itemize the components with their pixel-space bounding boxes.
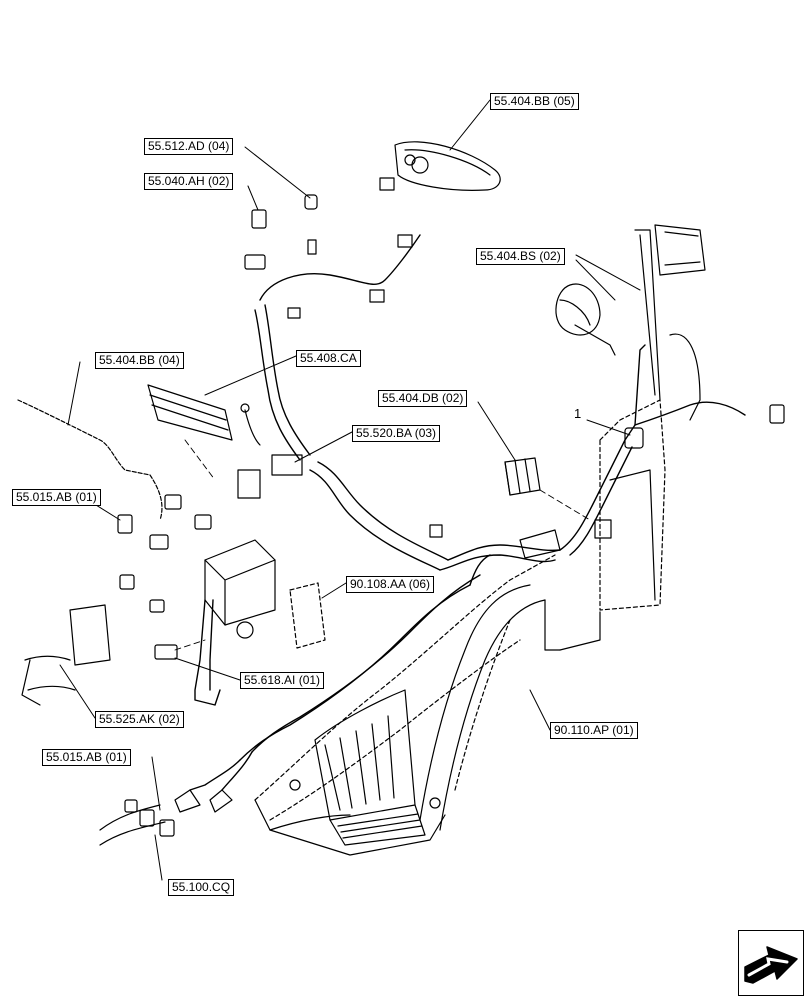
next-page-arrow-icon xyxy=(744,946,798,984)
connectors xyxy=(21,177,785,846)
callout-90-108-aa-06[interactable]: 90.108.AA (06) xyxy=(346,576,435,593)
next-page-button[interactable] xyxy=(738,930,804,996)
display-panel xyxy=(147,384,261,446)
cab-frame xyxy=(254,229,701,856)
callout-55-404-bb-05[interactable]: 55.404.BB (05) xyxy=(490,93,579,110)
callout-55-408-ca[interactable]: 55.408.CA xyxy=(296,350,361,367)
callout-55-015-ab-01-upper[interactable]: 55.015.AB (01) xyxy=(12,489,101,506)
callout-55-525-ak-02[interactable]: 55.525.AK (02) xyxy=(95,711,184,728)
callout-55-040-ah-02[interactable]: 55.040.AH (02) xyxy=(144,173,234,190)
callout-55-520-ba-03[interactable]: 55.520.BA (03) xyxy=(352,425,441,442)
callout-55-404-bb-04[interactable]: 55.404.BB (04) xyxy=(95,352,184,369)
callout-55-100-cq[interactable]: 55.100.CQ xyxy=(168,879,235,896)
callout-55-618-ai-01[interactable]: 55.618.AI (01) xyxy=(240,672,325,689)
leader-lines xyxy=(59,99,641,881)
sticker-decal xyxy=(289,582,326,649)
callout-90-110-ap-01[interactable]: 90.110.AP (01) xyxy=(550,722,638,739)
callout-55-404-db-02[interactable]: 55.404.DB (02) xyxy=(378,390,468,407)
callout-55-512-ad-04[interactable]: 55.512.AD (04) xyxy=(144,138,234,155)
dashed-links xyxy=(174,439,591,651)
callout-55-404-bs-02[interactable]: 55.404.BS (02) xyxy=(476,248,565,265)
item-number-1: 1 xyxy=(574,406,582,421)
callout-55-015-ab-01-lower[interactable]: 55.015.AB (01) xyxy=(42,749,131,766)
cable-left-edge xyxy=(17,399,163,521)
work-light-rear xyxy=(555,224,706,356)
main-harness xyxy=(189,234,746,791)
work-light-front xyxy=(394,141,501,191)
